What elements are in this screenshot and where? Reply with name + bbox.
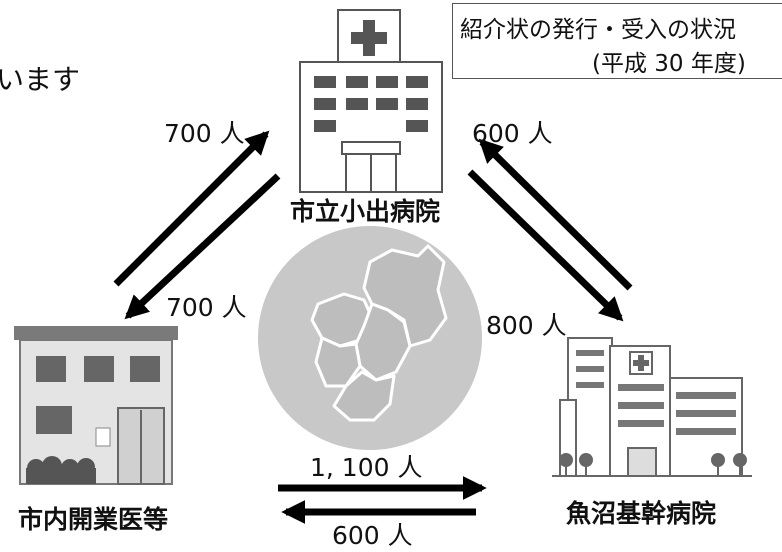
- clinics-label: 市内開業医等: [18, 505, 169, 534]
- large-hospital-icon: [552, 337, 752, 477]
- legend-year: (平成 30 年度): [592, 51, 746, 77]
- count-uonuma-to-clinics: 600 人: [332, 521, 413, 550]
- regional-map-icon: [258, 226, 482, 450]
- count-city-to-clinics: 700 人: [166, 293, 247, 322]
- count-clinics-to-uonuma: 1, 100 人: [310, 453, 423, 482]
- legend-box: [452, 3, 782, 79]
- count-clinics-to-city: 700 人: [164, 119, 245, 148]
- count-city-to-uonuma: 800 人: [486, 311, 567, 340]
- legend-title: 紹介状の発行・受入の状況: [460, 17, 736, 43]
- arrow-clinics-to-city: [113, 130, 270, 287]
- clinic-building-icon: [14, 326, 178, 485]
- uonuma-hospital-label: 魚沼基幹病院: [566, 499, 717, 528]
- count-uonuma-to-city: 600 人: [472, 119, 553, 148]
- city-hospital-label: 市立小出病院: [290, 197, 441, 226]
- arrow-city-to-clinics: [124, 173, 281, 320]
- arrow-city-to-uonuma: [467, 169, 624, 322]
- flow-arrows: [113, 130, 633, 524]
- partial-heading-text: います: [0, 63, 81, 96]
- city-hospital-icon: [299, 9, 443, 193]
- arrow-uonuma-to-city: [478, 138, 633, 291]
